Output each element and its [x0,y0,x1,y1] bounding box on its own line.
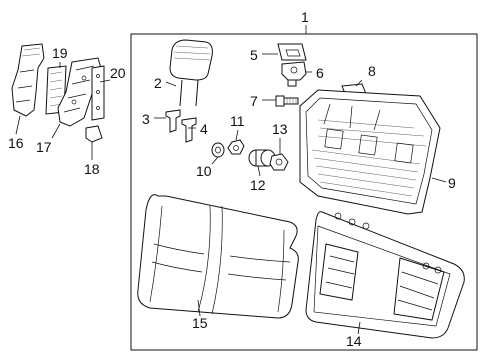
callout-1: 1 [301,9,309,25]
callout-10: 10 [196,163,212,179]
side-bracket [57,57,103,127]
retainer-clip [85,125,103,143]
nut [227,139,245,155]
callout-3: 3 [142,111,150,127]
callout-9: 9 [448,175,456,191]
callout-11: 11 [230,113,245,129]
headrest-guide-left [165,109,181,133]
assembly-frame [130,33,478,351]
seat-back-cushion [137,194,299,319]
mounting-bolt [275,95,299,107]
side-clip [91,65,105,121]
callout-5: 5 [250,47,258,63]
grommet [269,153,289,171]
headrest [169,39,213,107]
callout-15: 15 [192,315,208,331]
latch-cover [277,43,307,61]
callout-4: 4 [200,121,208,137]
callout-18: 18 [84,161,100,177]
callout-19: 19 [52,45,68,61]
side-bolster-trim [11,43,45,117]
latch-assembly [281,61,307,87]
callout-13: 13 [272,121,288,137]
callout-12: 12 [250,177,266,193]
callout-20: 20 [110,65,126,81]
bushing [211,142,225,158]
spacer [248,149,276,167]
callout-17: 17 [36,139,52,155]
callout-6: 6 [316,65,324,81]
headrest-guide-right [181,117,197,143]
callout-16: 16 [8,135,24,151]
seat-back-frame [299,89,441,215]
callout-7: 7 [250,93,258,109]
callout-2: 2 [154,75,162,91]
seat-back-panel [305,211,465,339]
callout-14: 14 [346,333,362,349]
callout-8: 8 [368,63,376,79]
